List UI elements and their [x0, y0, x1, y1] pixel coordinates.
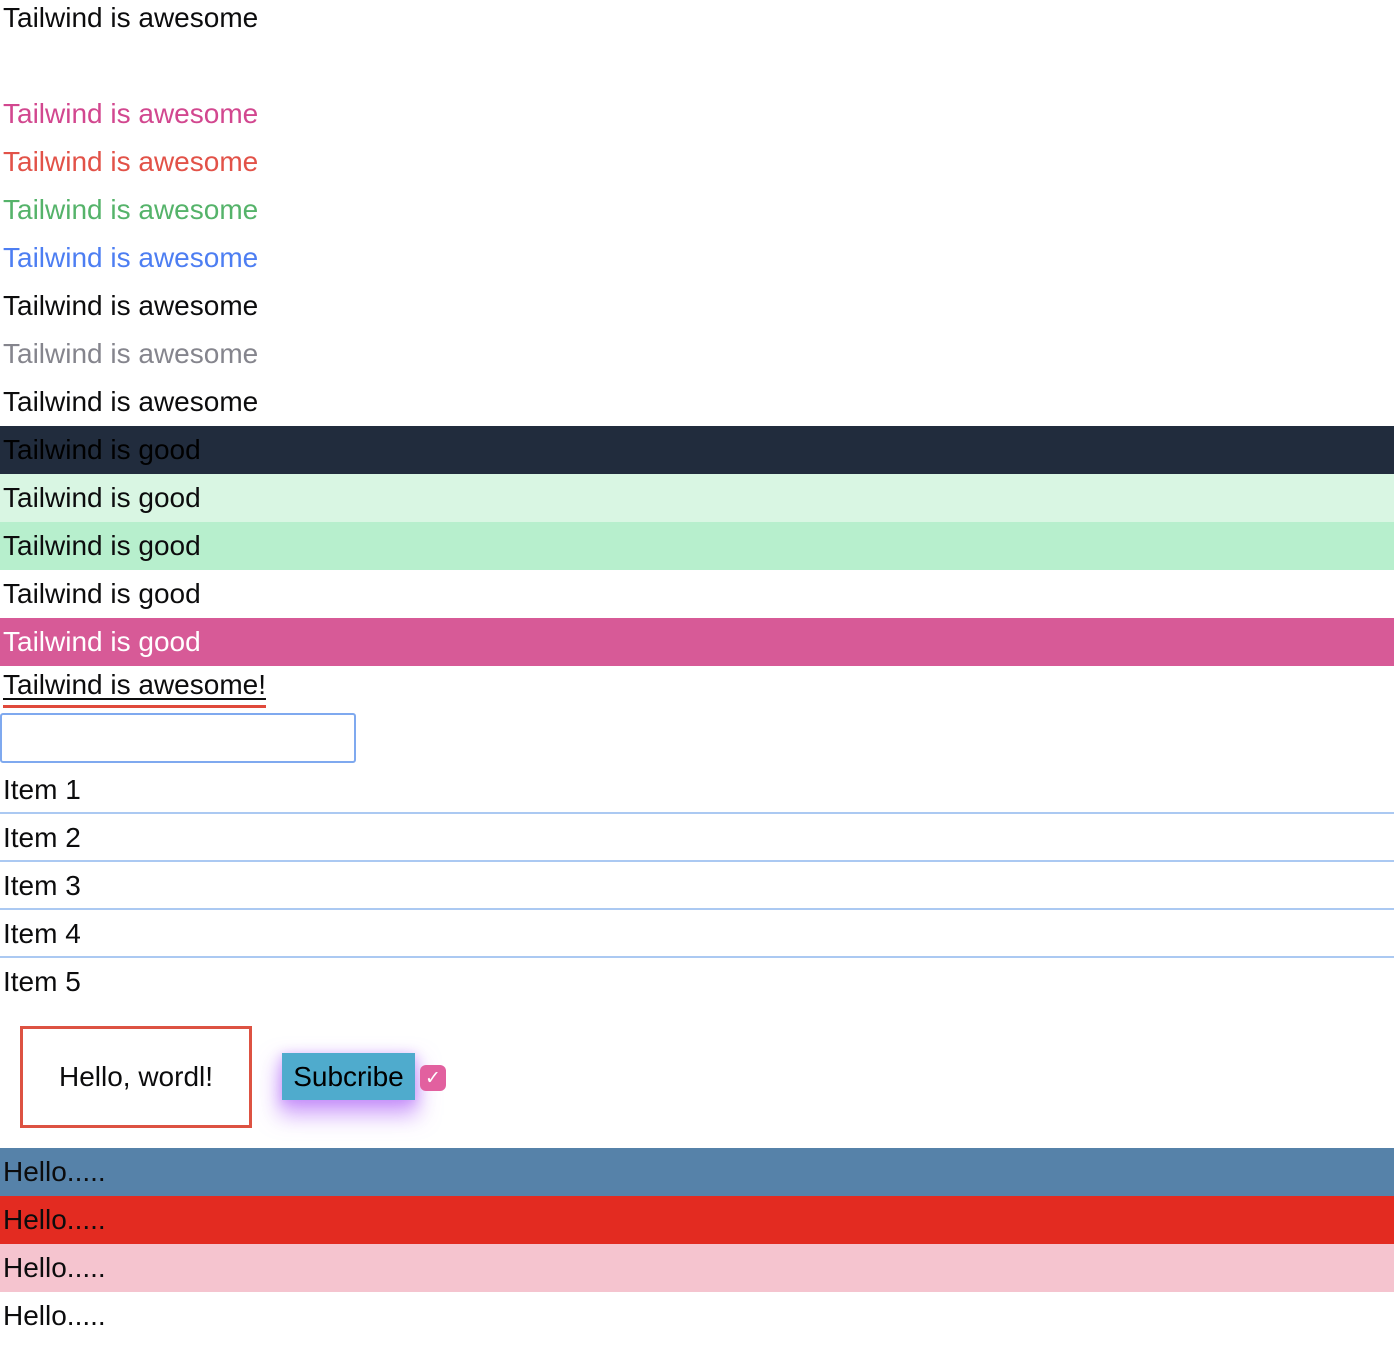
colored-line: Tailwind is awesome	[3, 338, 259, 369]
text-input[interactable]	[0, 713, 356, 763]
widgets-row: Hello, wordl! Subcribe ✓	[0, 1026, 1394, 1128]
list-item: Item 2	[0, 814, 1394, 862]
hello-bordered-box: Hello, wordl!	[20, 1026, 252, 1128]
colored-line: Tailwind is awesome	[3, 98, 259, 129]
hello-rows: Hello..... Hello..... Hello..... Hello..…	[0, 1148, 1394, 1340]
colored-line: Tailwind is awesome	[3, 386, 259, 417]
subscribe-button[interactable]: Subcribe	[282, 1053, 415, 1100]
underlined-text: Tailwind is awesome!	[3, 666, 266, 708]
colored-line: Tailwind is awesome	[3, 146, 259, 177]
list-item: Item 4	[0, 910, 1394, 958]
colored-line: Tailwind is awesome	[3, 290, 259, 321]
hello-row-pink: Hello.....	[0, 1244, 1394, 1292]
list-item: Item 5	[3, 966, 81, 997]
bar-pink: Tailwind is good	[0, 618, 1394, 666]
hello-row-white: Hello.....	[0, 1292, 1394, 1340]
colored-line: Tailwind is awesome	[3, 242, 259, 273]
bar-dark: Tailwind is good	[0, 426, 1394, 474]
item-list: Item 1 Item 2 Item 3 Item 4 Item 5	[0, 766, 1394, 1006]
colored-text-list: Tailwind is awesome Tailwind is awesome …	[0, 90, 1394, 426]
background-bars: Tailwind is good Tailwind is good Tailwi…	[0, 426, 1394, 666]
hello-row-blue: Hello.....	[0, 1148, 1394, 1196]
bar-green: Tailwind is good	[0, 522, 1394, 570]
page-heading: Tailwind is awesome	[3, 2, 259, 33]
underlined-text-line: Tailwind is awesome!	[0, 666, 1394, 708]
list-item: Item 3	[0, 862, 1394, 910]
subscribe-checkbox[interactable]: ✓	[420, 1065, 446, 1091]
hello-row-red: Hello.....	[0, 1196, 1394, 1244]
bar-white: Tailwind is good	[0, 570, 1394, 618]
colored-line: Tailwind is awesome	[3, 194, 259, 225]
list-item: Item 1	[0, 766, 1394, 814]
bar-light-green: Tailwind is good	[0, 474, 1394, 522]
